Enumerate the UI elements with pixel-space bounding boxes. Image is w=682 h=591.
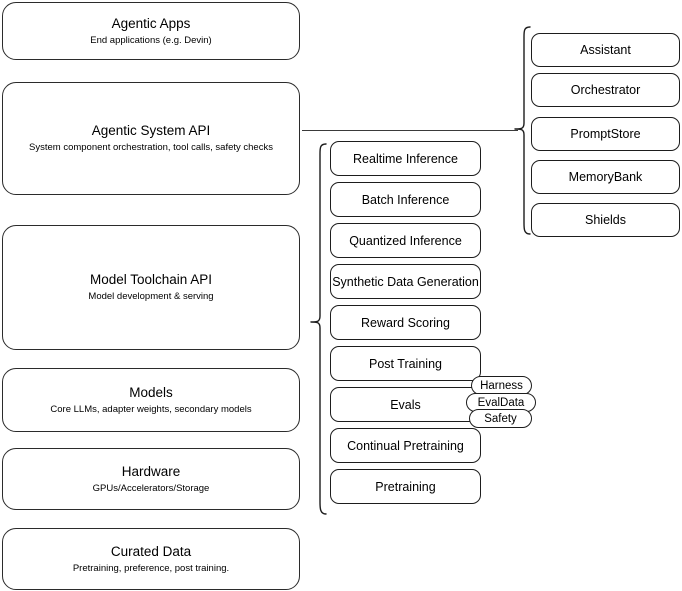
layer-title: Agentic System API: [91, 123, 211, 138]
toolchain-quantized-inference[interactable]: Quantized Inference: [330, 223, 481, 258]
evals-safety-pill[interactable]: Safety: [469, 409, 532, 428]
layer-agentic-system-api[interactable]: Agentic System API System component orch…: [2, 82, 300, 195]
toolchain-evals[interactable]: Evals: [330, 387, 481, 422]
toolchain-bracket: [310, 143, 327, 515]
layer-title: Models: [129, 384, 173, 400]
evals-evaldata-pill[interactable]: EvalData: [466, 393, 536, 412]
layer-subtitle: Model development & serving: [88, 291, 214, 302]
toolchain-realtime-inference[interactable]: Realtime Inference: [330, 141, 481, 176]
toolchain-synthetic-data-generation[interactable]: Synthetic Data Generation: [330, 264, 481, 299]
layer-title: Curated Data: [110, 543, 192, 559]
layer-title: Hardware: [121, 463, 181, 479]
layer-title: Model Toolchain API: [89, 272, 213, 287]
layer-subtitle: GPUs/Accelerators/Storage: [92, 482, 210, 494]
layer-subtitle: End applications (e.g. Devin): [90, 34, 212, 46]
layer-subtitle: Pretraining, preference, post training.: [72, 562, 230, 574]
system-component-shields[interactable]: Shields: [531, 203, 680, 237]
toolchain-continual-pretraining[interactable]: Continual Pretraining: [330, 428, 481, 463]
layer-title: Agentic Apps: [111, 15, 191, 31]
system-component-memorybank[interactable]: MemoryBank: [531, 160, 680, 194]
system-component-orchestrator[interactable]: Orchestrator: [531, 73, 680, 107]
layer-models[interactable]: Models Core LLMs, adapter weights, secon…: [2, 368, 300, 432]
system-component-assistant[interactable]: Assistant: [531, 33, 680, 67]
connector-system-api-to-components: [302, 130, 518, 131]
layer-subtitle: System component orchestration, tool cal…: [29, 142, 273, 153]
layer-curated-data[interactable]: Curated Data Pretraining, preference, po…: [2, 528, 300, 590]
layer-agentic-apps[interactable]: Agentic Apps End applications (e.g. Devi…: [2, 2, 300, 60]
toolchain-reward-scoring[interactable]: Reward Scoring: [330, 305, 481, 340]
toolchain-post-training[interactable]: Post Training: [330, 346, 481, 381]
layer-model-toolchain-api[interactable]: Model Toolchain API Model development & …: [2, 225, 300, 350]
layer-subtitle: Core LLMs, adapter weights, secondary mo…: [50, 403, 252, 415]
toolchain-batch-inference[interactable]: Batch Inference: [330, 182, 481, 217]
layer-hardware[interactable]: Hardware GPUs/Accelerators/Storage: [2, 448, 300, 510]
system-component-promptstore[interactable]: PromptStore: [531, 117, 680, 151]
system-components-bracket: [514, 26, 531, 235]
toolchain-pretraining[interactable]: Pretraining: [330, 469, 481, 504]
